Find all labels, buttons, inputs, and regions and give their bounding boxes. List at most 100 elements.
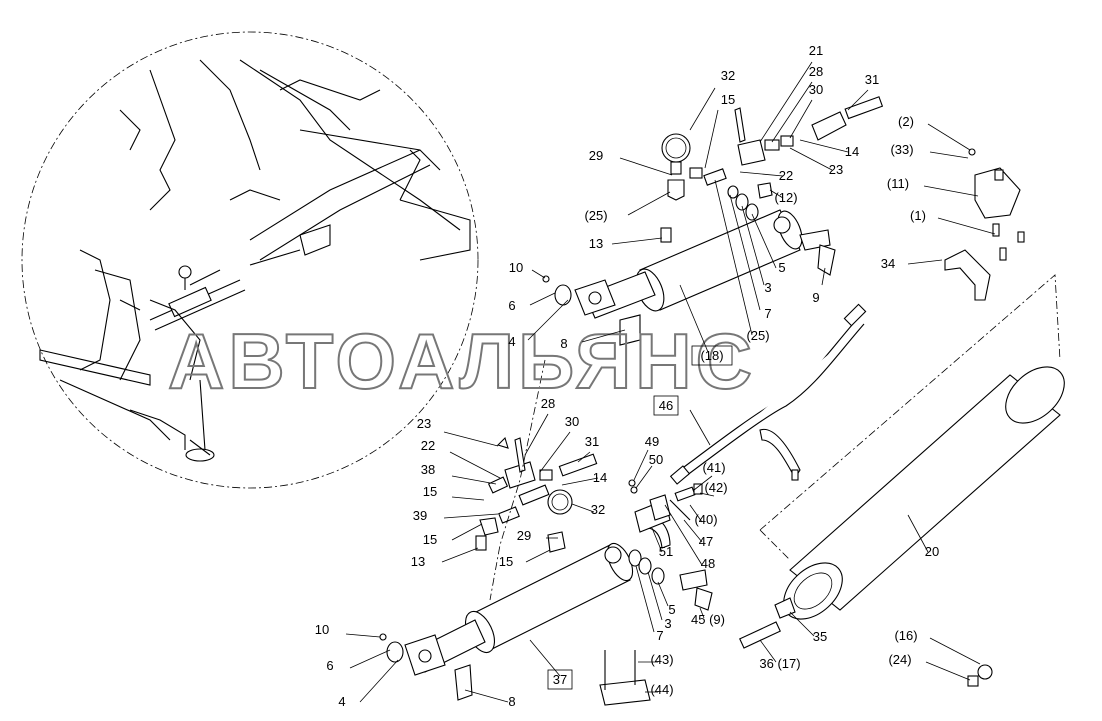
part-number-label: 32 [591,502,605,517]
part-number-label: (33) [890,142,913,157]
callout-c11: (11) [887,176,979,197]
leader-line [657,581,669,607]
leader-line [611,237,663,245]
callout-c15b1: 15 [423,484,485,501]
part-number-label: 15 [721,92,735,107]
part-number-label: 50 [649,452,663,467]
part-number-label: 15 [423,484,437,499]
callout-c20: 20 [907,514,939,559]
part-number-label: 38 [421,462,435,477]
lower-cylinder-assembly [379,359,993,706]
leader-line [571,503,595,513]
part-number-label: 39 [413,508,427,523]
callout-c7b: 7 [635,565,664,643]
part-number-label: 30 [565,414,579,429]
overview-detail-circle [21,31,479,489]
callout-c47: 47 [683,519,713,549]
leader-line [925,661,971,681]
part-number-label: 3 [664,616,671,631]
callout-c14t: 14 [799,139,859,159]
leader-line [769,189,784,199]
part-box [691,345,733,366]
callout-c44: (44) [645,682,674,697]
part-number-label: 34 [881,256,895,271]
part-number-label: (1) [910,208,926,223]
leader-line [529,292,556,306]
part-number-label: 20 [925,544,939,559]
callout-c34: 34 [881,256,943,271]
leader-line [635,465,653,489]
leader-line [451,496,485,501]
leader-line [451,523,483,541]
part-number-label: 8 [560,336,567,351]
part-number-label: 5 [778,260,785,275]
callout-c14b: 14 [561,470,607,486]
callout-c1: (1) [910,208,996,235]
callout-c8t: 8 [560,329,626,351]
callout-c16: (16) [894,628,981,665]
leader-line [821,267,826,286]
part-number-label: 13 [589,236,603,251]
part-number-label: 30 [809,82,823,97]
leader-line [789,611,815,637]
part-number-label: 28 [541,396,555,411]
part-number-label: 15 [499,554,513,569]
callout-c15b3: 15 [499,549,551,569]
leader-line [443,513,499,519]
callout-c9t: 9 [812,267,826,305]
part-number-label: 49 [645,434,659,449]
part-number-label: 31 [585,434,599,449]
leader-line [729,194,761,311]
part-number-label: 46 [659,398,673,413]
part-number-label: 10 [315,622,329,637]
callout-c10t: 10 [509,260,546,279]
part-number-label: 48 [701,556,715,571]
callout-c30t: 30 [789,82,823,139]
part-number-label: 6 [508,298,515,313]
callout-c3b: 3 [647,571,672,631]
callout-c18: (18) [679,284,733,366]
callout-c38: 38 [421,462,497,485]
leader-line [699,492,715,497]
leader-line [451,475,497,485]
part-number-label: 35 [813,629,827,644]
leader-line [627,191,671,216]
leader-line [907,259,943,265]
leader-line [714,179,753,336]
callout-c24: (24) [888,652,971,681]
leader-line [664,504,703,566]
leader-line [847,89,869,111]
part-number-label: 36 (17) [759,656,800,671]
part-number-label: (40) [694,512,717,527]
part-number-label: 14 [845,144,859,159]
callout-c35: 35 [789,611,827,644]
callout-c32t: 32 [689,68,735,131]
callout-c31t: 31 [847,72,879,111]
part-number-label: 28 [809,64,823,79]
leader-line [633,449,649,481]
callout-c12: (12) [769,189,798,205]
part-box [547,669,573,690]
callout-c13b: 13 [411,547,479,569]
part-number-label: 8 [508,694,515,709]
callout-c4t: 4 [508,299,569,349]
leader-line [741,205,765,286]
part-number-label: 22 [421,438,435,453]
leader-line [689,87,716,131]
callout-c30b: 30 [539,414,579,473]
leader-line [635,565,655,633]
callout-c15b2: 15 [423,523,483,547]
leader-line [929,151,969,159]
leader-line [689,409,711,446]
callout-c7t: 7 [729,194,772,321]
leader-line [524,413,549,456]
callout-c5t: 5 [751,213,786,275]
leader-line [531,269,546,279]
leader-line [619,157,673,176]
callout-c51: 51 [651,527,673,559]
part-number-label: (16) [894,628,917,643]
leader-line [345,633,381,638]
leader-line [651,527,663,553]
callout-c41: (41) [693,460,726,491]
callout-c6b: 6 [326,649,391,673]
